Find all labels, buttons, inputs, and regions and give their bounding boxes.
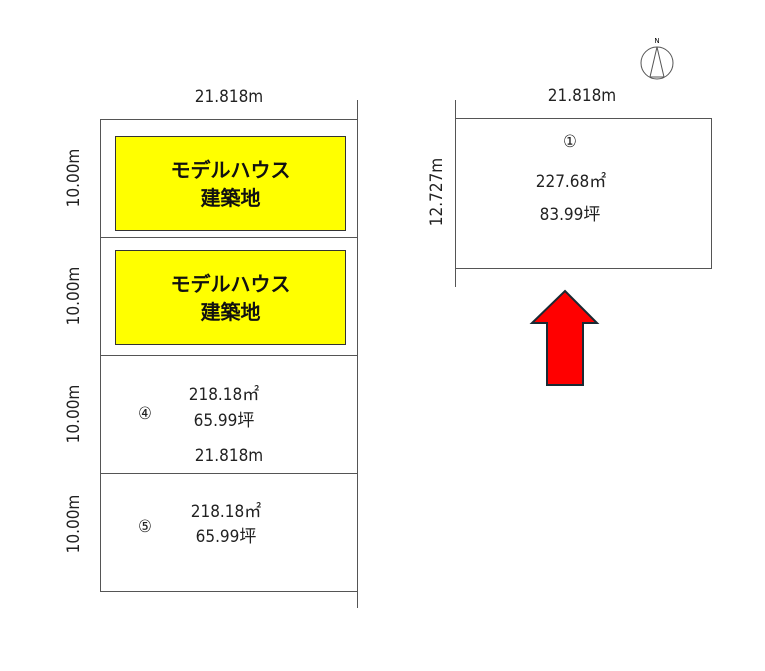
lot-depth: 10.00m xyxy=(64,266,84,326)
compass-label: N xyxy=(654,37,659,45)
lot-depth: 10.00m xyxy=(64,384,84,444)
lot-area-m2: 218.18㎡ xyxy=(190,502,262,522)
model-house-site-1: モデルハウス 建築地 xyxy=(115,136,346,231)
lot-area-tsubo: 83.99坪 xyxy=(539,205,601,225)
lot-area-m2: 218.18㎡ xyxy=(188,385,260,405)
lot-area-tsubo: 65.99坪 xyxy=(195,527,257,547)
lot-depth: 10.00m xyxy=(64,148,84,208)
right-width: 21.818m xyxy=(547,86,617,106)
lot-number: ① xyxy=(563,132,577,152)
left-mid-width: 21.818m xyxy=(194,446,264,466)
compass-icon: N xyxy=(640,37,674,80)
north-compass: N xyxy=(640,36,674,84)
model-house-label: モデルハウス xyxy=(170,157,291,182)
lot-area-tsubo: 65.99坪 xyxy=(193,411,255,431)
lot-depth: 10.00m xyxy=(64,494,84,554)
entrance-arrow-icon xyxy=(529,289,600,386)
lot-number: ④ xyxy=(138,404,152,424)
left-top-width: 21.818m xyxy=(194,87,264,107)
building-site-label: 建築地 xyxy=(200,299,261,324)
lot-1[interactable] xyxy=(455,118,712,269)
building-site-label: 建築地 xyxy=(200,185,261,210)
lot-1-depth: 12.727m xyxy=(427,157,447,227)
model-house-site-2: モデルハウス 建築地 xyxy=(115,250,346,345)
model-house-label: モデルハウス xyxy=(170,271,291,296)
lot-number: ⑤ xyxy=(138,517,152,537)
lot-area-m2: 227.68㎡ xyxy=(535,172,607,192)
lot-5[interactable] xyxy=(100,473,358,592)
